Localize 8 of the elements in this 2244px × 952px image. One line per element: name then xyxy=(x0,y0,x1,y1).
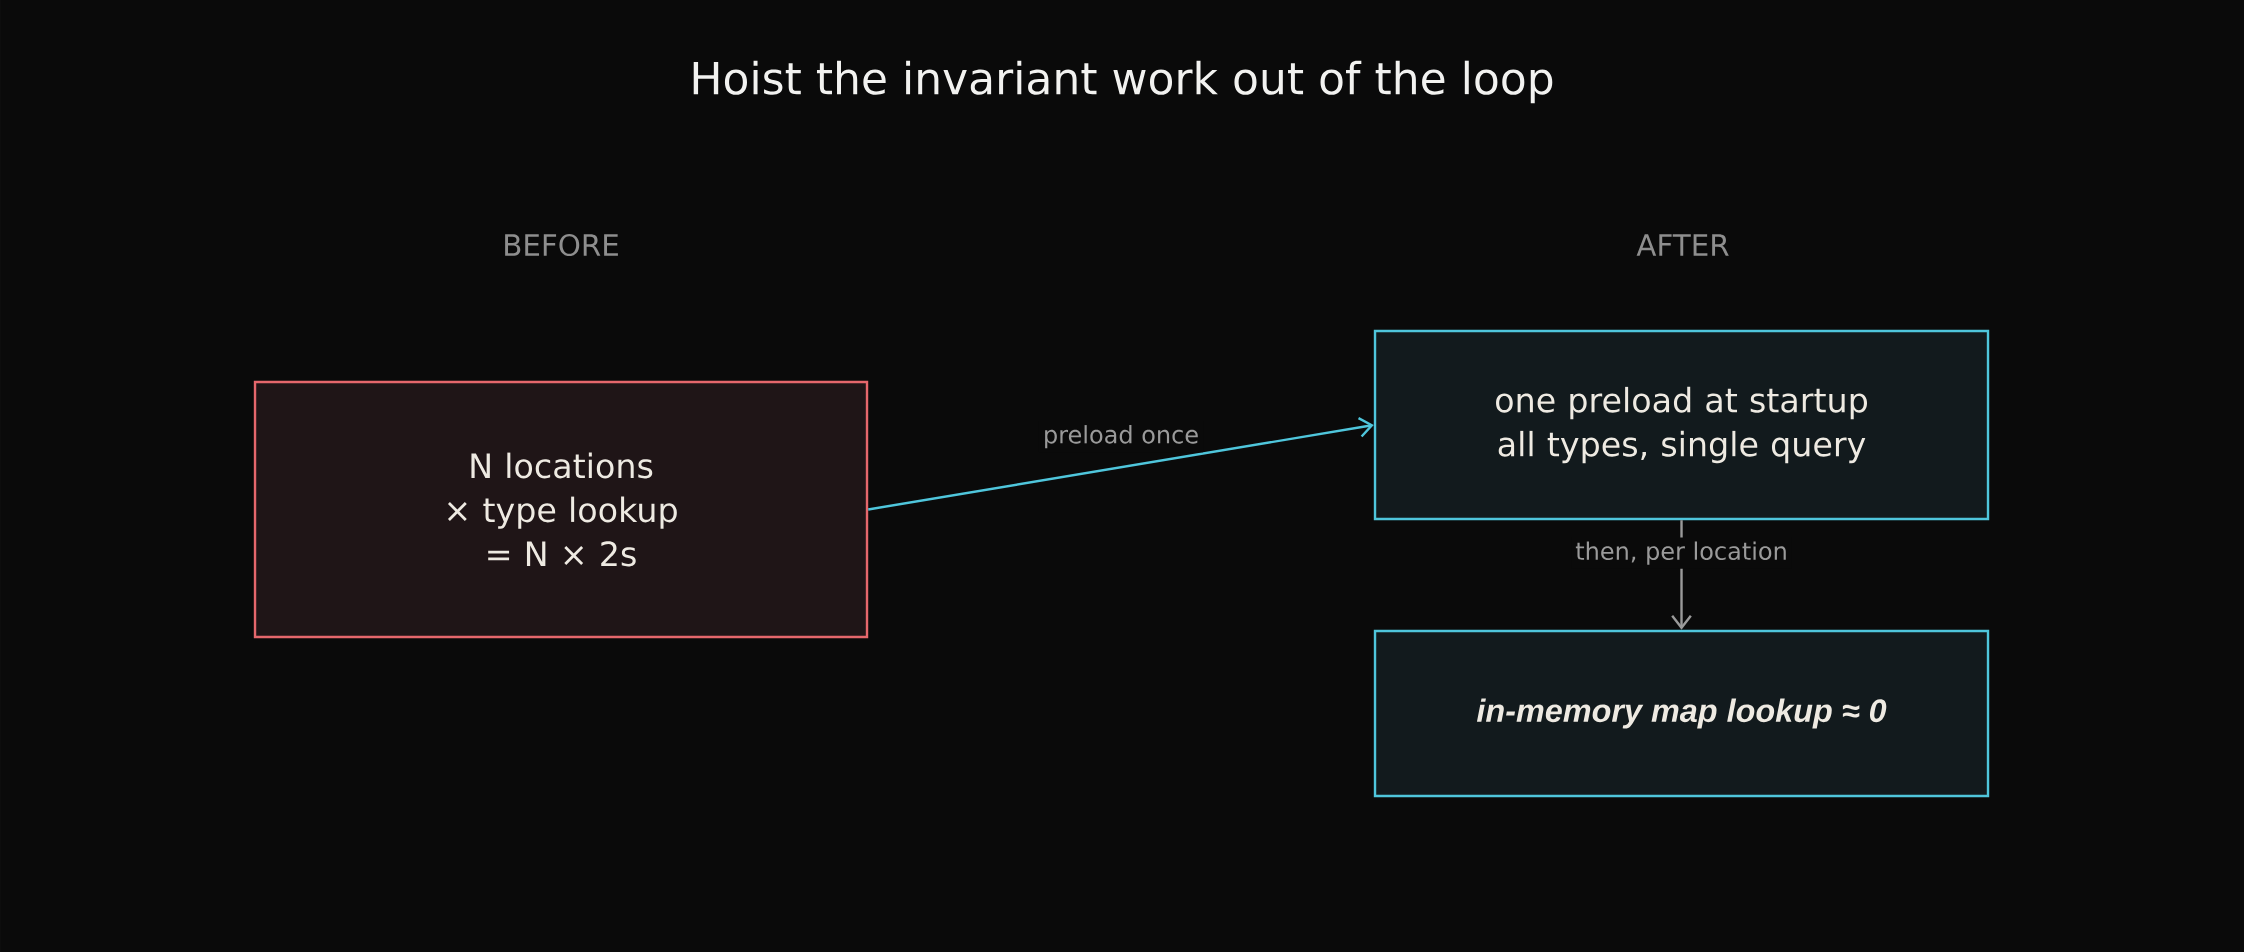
process-box: N locations × type lookup = N × 2s xyxy=(253,380,869,639)
column-heading: BEFORE xyxy=(505,233,618,257)
process-box: in-memory map lookup ≈ 0 xyxy=(1373,629,1990,798)
edge-label: then, per location xyxy=(1571,537,1792,569)
process-box: one preload at startup all types, single query xyxy=(1373,329,1990,521)
edge-label: preload once xyxy=(1038,421,1204,453)
column-heading: AFTER xyxy=(1636,234,1729,256)
title: Hoist the invariant work out of the loop xyxy=(693,60,1553,104)
